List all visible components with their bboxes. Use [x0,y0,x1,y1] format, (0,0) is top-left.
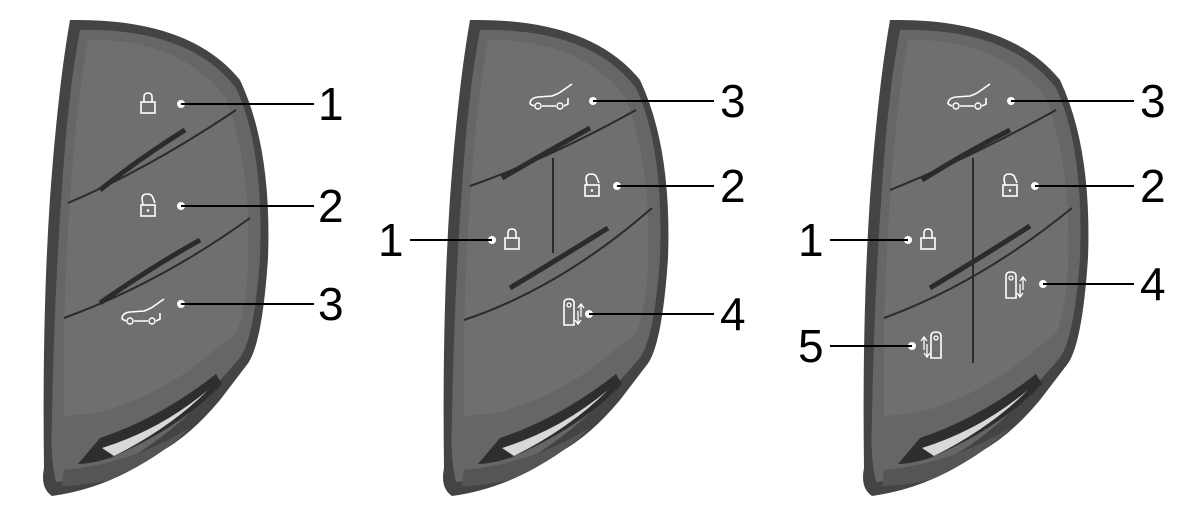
callout-number: 2 [1140,160,1166,212]
callout-number: 3 [318,278,344,330]
callout-number: 3 [1140,75,1166,127]
callout-number: 1 [798,214,824,266]
key-3-button [43,19,314,496]
callout-number: 1 [318,78,344,130]
key-5-button [830,19,1134,496]
callout-number: 2 [720,160,746,212]
callout-number: 4 [1140,258,1166,310]
callout-number: 2 [318,180,344,232]
callout-number: 4 [720,288,746,340]
callout-number: 3 [720,75,746,127]
callout-number: 5 [798,320,824,372]
callout-number: 1 [378,214,404,266]
key-4-button [410,19,714,496]
